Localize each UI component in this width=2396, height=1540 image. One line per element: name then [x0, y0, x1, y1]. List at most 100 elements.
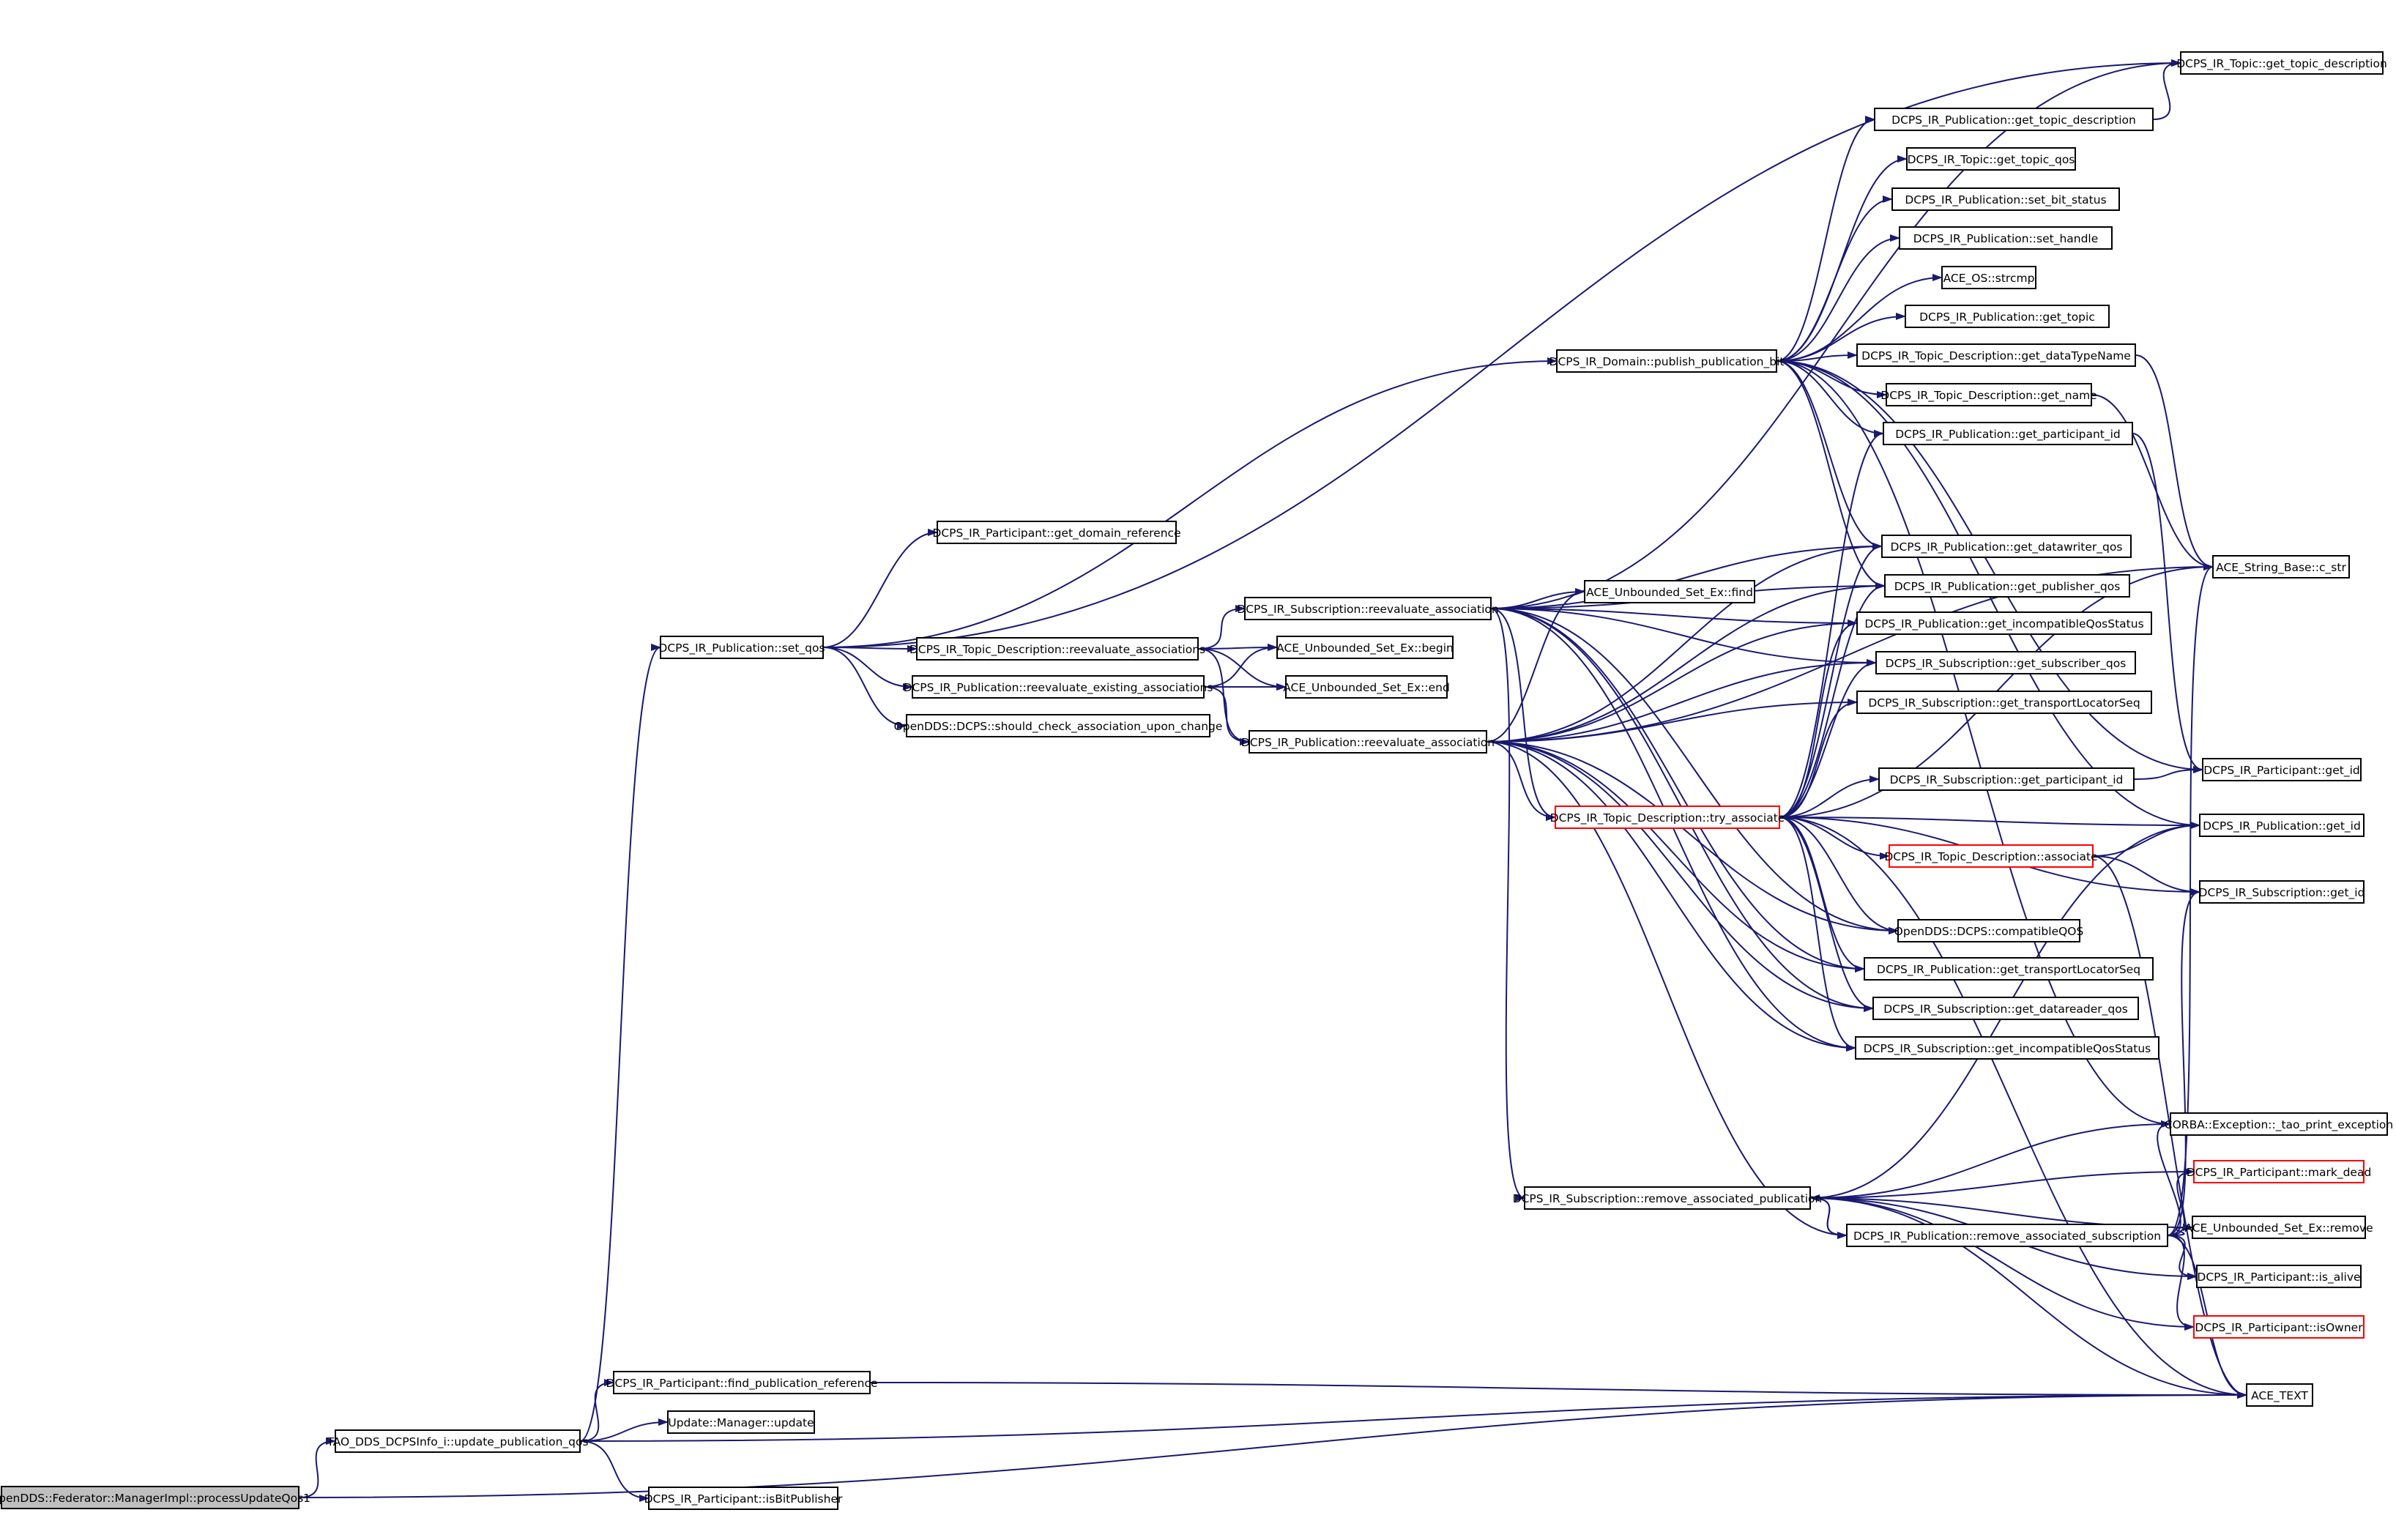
node-box — [2202, 758, 2362, 781]
node-label: DCPS_IR_Publication::get_incompatibleQos… — [1864, 617, 2143, 631]
node-pub-get-publisher-qos[interactable]: DCPS_IR_Publication::get_publisher_qos — [1884, 574, 2130, 598]
node-label: ACE_Unbounded_Set_Ex::end — [1283, 681, 1450, 695]
node-box — [1556, 349, 1777, 373]
node-label: DCPS_IR_Subscription::remove_associated_… — [1513, 1192, 1823, 1206]
node-pub-get-datawriter-qos[interactable]: DCPS_IR_Publication::get_datawriter_qos — [1881, 535, 2132, 558]
node-topic-get-topic-description[interactable]: DCPS_IR_Topic::get_topic_description — [2176, 51, 2387, 75]
node-box — [2246, 1383, 2313, 1407]
node-label: DCPS_IR_Subscription::get_transportLocat… — [1868, 696, 2140, 710]
node-set-end[interactable]: ACE_Unbounded_Set_Ex::end — [1283, 675, 1450, 699]
node-box — [1249, 730, 1487, 754]
node-set-remove[interactable]: ACE_Unbounded_Set_Ex::remove — [2184, 1216, 2373, 1239]
node-topic-get-topic-qos[interactable]: DCPS_IR_Topic::get_topic_qos — [1906, 147, 2076, 171]
node-box — [1872, 997, 2139, 1020]
node-label: Update::Manager::update — [668, 1416, 814, 1429]
node-pub-get-topic[interactable]: DCPS_IR_Publication::get_topic — [1905, 305, 2110, 328]
node-pub-get-participant-id[interactable]: DCPS_IR_Publication::get_participant_id — [1883, 422, 2133, 445]
node-part-get-id[interactable]: DCPS_IR_Participant::get_id — [2202, 758, 2362, 781]
node-td-reevaluate-associations[interactable]: DCPS_IR_Topic_Description::reevaluate_as… — [909, 637, 1205, 661]
node-td-try-associate[interactable]: DCPS_IR_Topic_Description::try_associate — [1550, 806, 1785, 829]
call-edge-td-get-dataTypeName-to-string-c-str — [2135, 354, 2214, 570]
node-sub-remove-associated-publication[interactable]: DCPS_IR_Subscription::remove_associated_… — [1513, 1186, 1823, 1210]
node-set-find[interactable]: ACE_Unbounded_Set_Ex::find — [1584, 580, 1755, 603]
node-pub-set-bit-status[interactable]: DCPS_IR_Publication::set_bit_status — [1891, 187, 2120, 211]
node-publish-publication-bit[interactable]: DCPS_IR_Domain::publish_publication_bit — [1549, 349, 1785, 373]
call-edge-sub-remove-associated-publication-to-part-mark-dead — [1809, 1168, 2195, 1199]
node-box — [1874, 108, 2154, 131]
node-label: DCPS_IR_Subscription::get_id — [2199, 886, 2365, 900]
node-box — [1864, 957, 2154, 981]
node-pub-reevaluate-association[interactable]: DCPS_IR_Publication::reevaluate_associat… — [1241, 730, 1495, 754]
node-box — [1856, 691, 2152, 714]
node-label: DCPS_IR_Participant::isOwner — [2195, 1321, 2363, 1335]
node-td-get-dataTypeName[interactable]: DCPS_IR_Topic_Description::get_dataTypeN… — [1856, 343, 2136, 367]
call-edge-pub-reevaluate-association-to-td-try-associate — [1486, 741, 1556, 821]
node-box — [1889, 844, 2094, 868]
node-pub-set-qos[interactable]: DCPS_IR_Publication::set_qos — [658, 636, 825, 659]
node-label: DCPS_IR_Participant::get_id — [2203, 764, 2360, 778]
node-string-c-str[interactable]: ACE_String_Base::c_str — [2212, 555, 2350, 579]
node-tao-print-exception[interactable]: CORBA::Exception::_tao_print_exception — [2165, 1112, 2393, 1136]
node-box — [335, 1429, 581, 1453]
node-pub-get-id[interactable]: DCPS_IR_Publication::get_id — [2199, 814, 2365, 837]
call-edge-pub-reevaluate-association-to-pub-get-incompatibleQosStatus — [1486, 620, 1858, 743]
node-pub-get-transportLocatorSeq[interactable]: DCPS_IR_Publication::get_transportLocato… — [1864, 957, 2154, 981]
node-label: OpenDDS::DCPS::compatibleQOS — [1894, 925, 2084, 938]
node-part-isOwner[interactable]: DCPS_IR_Participant::isOwner — [2193, 1315, 2365, 1339]
call-edge-publish-publication-bit-to-pub-get-publisher-qos — [1776, 360, 1886, 589]
node-box — [1883, 422, 2133, 445]
call-edge-pub-remove-associated-subscription-to-sub-remove-associated-publication — [1809, 1194, 1848, 1236]
call-edge-pub-remove-associated-subscription-to-sub-get-id — [2167, 888, 2200, 1236]
node-processUpdateQos1[interactable]: OpenDDS::Federator::ManagerImpl::process… — [0, 1486, 310, 1509]
call-edge-pub-reevaluate-association-to-pub-get-publisher-qos — [1486, 582, 1886, 743]
call-edge-sub-reevaluate-association-to-td-try-associate — [1490, 608, 1556, 821]
node-sub-get-datareader-qos[interactable]: DCPS_IR_Subscription::get_datareader_qos — [1872, 997, 2139, 1020]
node-isBitPublisher[interactable]: DCPS_IR_Participant::isBitPublisher — [644, 1487, 843, 1510]
node-td-get-name[interactable]: DCPS_IR_Topic_Description::get_name — [1880, 383, 2097, 406]
node-part-mark-dead[interactable]: DCPS_IR_Participant::mark_dead — [2187, 1160, 2372, 1183]
call-edge-publish-publication-bit-to-pub-set-handle — [1776, 234, 1900, 362]
node-box — [1875, 651, 2136, 674]
node-sub-reevaluate-association[interactable]: DCPS_IR_Subscription::reevaluate_associa… — [1237, 597, 1499, 620]
node-label: OpenDDS::Federator::ManagerImpl::process… — [0, 1492, 310, 1505]
node-td-associate[interactable]: DCPS_IR_Topic_Description::associate — [1884, 844, 2098, 868]
node-box — [2193, 1315, 2365, 1339]
node-ace-os-strcmp[interactable]: ACE_OS::strcmp — [1941, 266, 2036, 289]
node-label: CORBA::Exception::_tao_print_exception — [2165, 1118, 2393, 1132]
node-sub-get-incompatibleQosStatus[interactable]: DCPS_IR_Subscription::get_incompatibleQo… — [1855, 1036, 2159, 1060]
node-part-is-alive[interactable]: DCPS_IR_Participant::is_alive — [2196, 1265, 2362, 1288]
node-ace-text[interactable]: ACE_TEXT — [2246, 1383, 2313, 1407]
call-edge-sub-reevaluate-association-to-sub-get-subscriber-qos — [1490, 608, 1877, 666]
call-edge-update-publication-qos-to-manager-update — [579, 1418, 669, 1442]
node-pub-reevaluate-existing-associations[interactable]: DCPS_IR_Publication::reevaluate_existing… — [904, 675, 1213, 699]
call-edge-sub-reevaluate-association-to-sub-remove-associated-publication — [1490, 608, 1525, 1202]
call-edge-update-publication-qos-to-ace-text — [579, 1391, 2247, 1442]
node-box — [2170, 1112, 2388, 1136]
node-pub-get-incompatibleQosStatus[interactable]: DCPS_IR_Publication::get_incompatibleQos… — [1856, 611, 2152, 635]
node-sub-get-transportLocatorSeq[interactable]: DCPS_IR_Subscription::get_transportLocat… — [1856, 691, 2152, 714]
node-update-publication-qos[interactable]: TAO_DDS_DCPSInfo_i::update_publication_q… — [326, 1429, 589, 1453]
node-sub-get-id[interactable]: DCPS_IR_Subscription::get_id — [2199, 880, 2365, 904]
node-box — [906, 714, 1210, 737]
call-edge-pub-reevaluate-association-to-sub-get-incompatibleQosStatus — [1486, 741, 1856, 1052]
node-pub-set-handle[interactable]: DCPS_IR_Publication::set_handle — [1899, 226, 2113, 250]
node-sub-get-subscriber-qos[interactable]: DCPS_IR_Subscription::get_subscriber_qos — [1875, 651, 2136, 674]
node-set-begin[interactable]: ACE_Unbounded_Set_Ex::begin — [1276, 636, 1454, 659]
call-edge-publish-publication-bit-to-pub-set-bit-status — [1776, 196, 1893, 362]
node-label: DCPS_IR_Participant::isBitPublisher — [644, 1492, 843, 1506]
node-find-publication-reference[interactable]: DCPS_IR_Participant::find_publication_re… — [606, 1371, 878, 1394]
node-manager-update[interactable]: Update::Manager::update — [667, 1410, 815, 1434]
node-should-check-association-upon-change[interactable]: OpenDDS::DCPS::should_check_association_… — [894, 714, 1223, 737]
node-pub-remove-associated-subscription[interactable]: DCPS_IR_Publication::remove_associated_s… — [1846, 1224, 2168, 1247]
node-compatibleQOS[interactable]: OpenDDS::DCPS::compatibleQOS — [1894, 919, 2084, 942]
call-edge-pub-remove-associated-subscription-to-set-remove — [2167, 1224, 2193, 1236]
node-pub-get-topic-description[interactable]: DCPS_IR_Publication::get_topic_descripti… — [1874, 108, 2154, 131]
call-edge-pub-set-qos-to-topic-get-topic-description — [822, 59, 2181, 648]
call-edge-td-try-associate-to-pub-get-id — [1779, 817, 2200, 829]
call-edge-pub-reevaluate-association-to-pub-get-datawriter-qos — [1486, 543, 1883, 743]
call-edge-pub-remove-associated-subscription-to-string-c-str — [2167, 563, 2214, 1236]
node-sub-get-participant-id[interactable]: DCPS_IR_Subscription::get_participant_id — [1878, 767, 2135, 791]
call-edge-td-try-associate-to-pub-get-incompatibleQosStatus — [1779, 620, 1858, 818]
node-part-get-domain-reference[interactable]: DCPS_IR_Participant::get_domain_referenc… — [932, 521, 1181, 544]
node-label: TAO_DDS_DCPSInfo_i::update_publication_q… — [326, 1435, 588, 1449]
